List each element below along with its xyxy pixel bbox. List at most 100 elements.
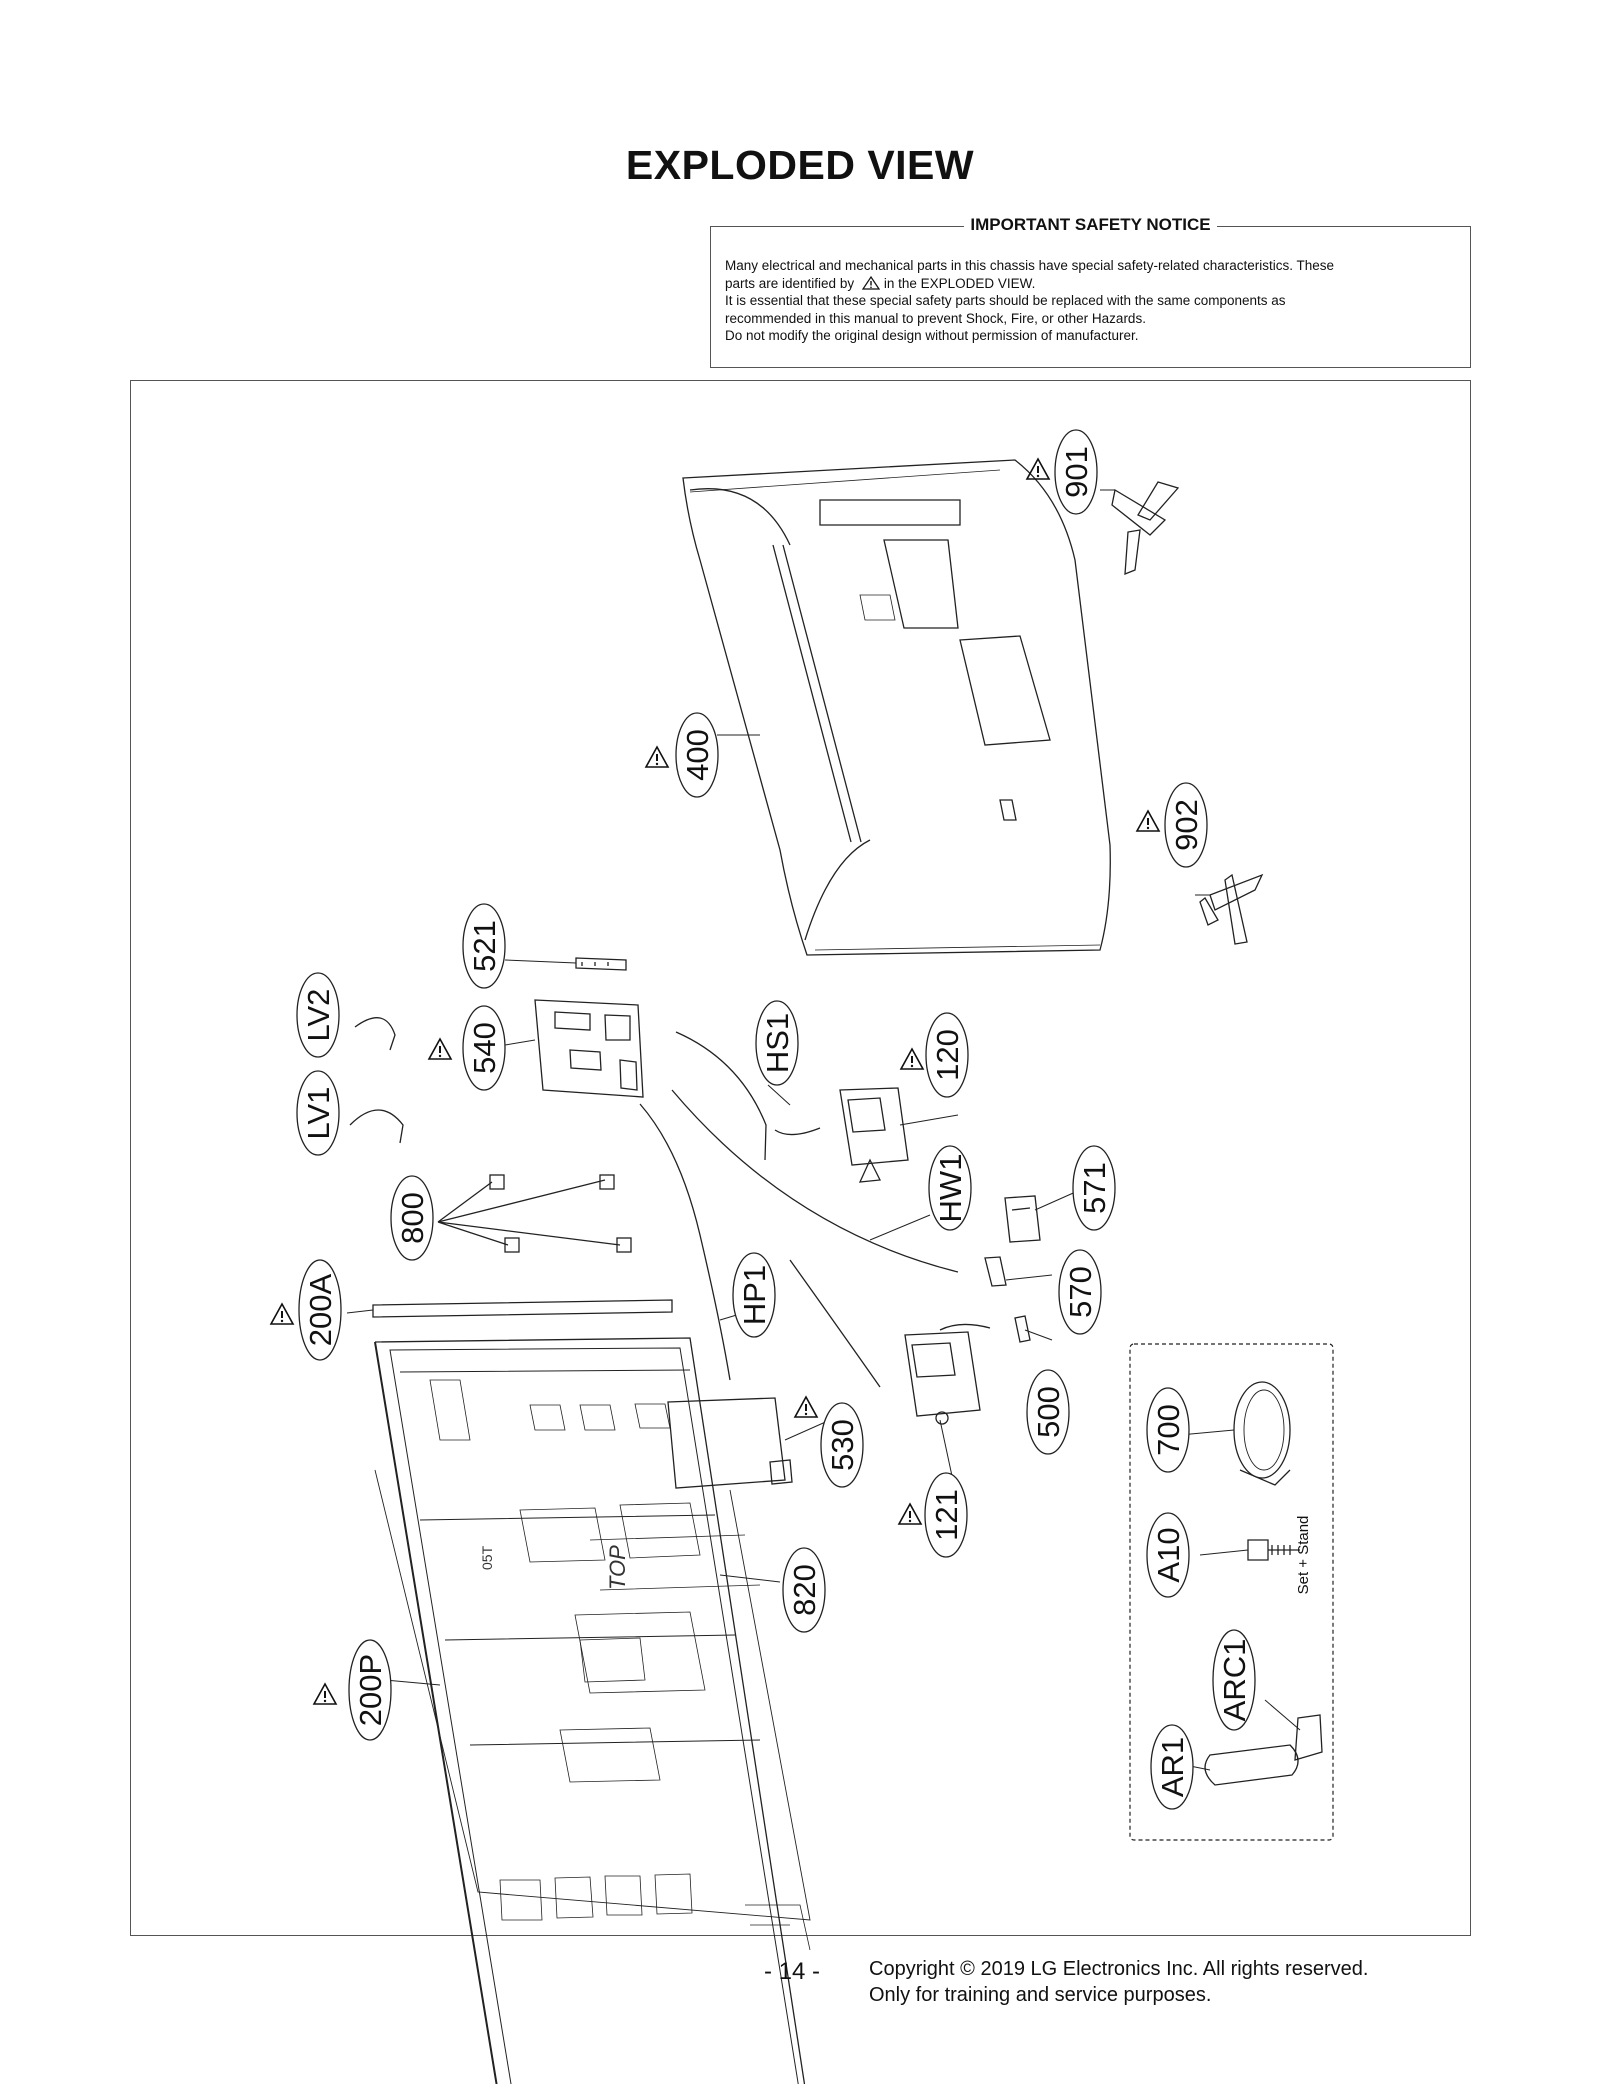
warning-triangle-icon (861, 275, 880, 290)
callout-800: 800 (390, 1175, 434, 1261)
svg-text:540: 540 (467, 1022, 502, 1074)
cable-part (639, 1103, 731, 1381)
svg-text:LV2: LV2 (301, 989, 336, 1042)
callout-570: 570 (1058, 1249, 1102, 1335)
cable-part (354, 1017, 396, 1051)
callout-a10: A10 (1146, 1512, 1190, 1598)
warning-triangle-icon (898, 1503, 922, 1525)
svg-text:530: 530 (825, 1419, 860, 1471)
svg-text:HW1: HW1 (933, 1154, 968, 1223)
warning-triangle-icon (900, 1048, 924, 1070)
notice-line: parts are identified by (725, 275, 855, 291)
warning-triangle-icon (794, 1396, 818, 1418)
warning-triangle-icon (1136, 810, 1160, 832)
cable-part (349, 1109, 404, 1144)
callout-hs1: HS1 (755, 1000, 799, 1086)
led-bar-part (372, 1299, 673, 1318)
callout-121: 121 (924, 1472, 968, 1558)
svg-text:571: 571 (1077, 1162, 1112, 1214)
cable-part (774, 1127, 821, 1136)
callout-400: 400 (675, 712, 719, 798)
callout-540: 540 (462, 1005, 506, 1091)
speaker-part (904, 1331, 981, 1425)
svg-text:AR1: AR1 (1155, 1737, 1190, 1797)
svg-text:500: 500 (1031, 1386, 1066, 1438)
callout-500: 500 (1026, 1369, 1070, 1455)
callout-571: 571 (1072, 1145, 1116, 1231)
main-board-part (534, 999, 644, 1098)
notice-line: in the EXPLODED VIEW. (883, 275, 1036, 291)
notice-line: Do not modify the original design withou… (725, 328, 1139, 343)
panel-module-part (374, 1337, 806, 2084)
svg-text:700: 700 (1151, 1404, 1186, 1456)
mount-bracket-part (504, 1237, 520, 1253)
notice-line: Many electrical and mechanical parts in … (725, 258, 1335, 273)
callout-200a: 200A (298, 1259, 342, 1361)
connector-part (984, 1256, 1007, 1287)
safety-notice-body: Many electrical and mechanical parts in … (725, 257, 1456, 345)
label-05t: 05T (479, 1545, 495, 1570)
svg-text:820: 820 (787, 1564, 822, 1616)
page-title: EXPLODED VIEW (625, 142, 975, 188)
stand-leg-part (1199, 873, 1264, 945)
remote-part (1204, 1744, 1299, 1786)
mount-bracket-part (599, 1174, 615, 1190)
copyright-line: Copyright © 2019 LG Electronics Inc. All… (869, 1958, 1369, 1980)
accessory-box (1129, 1343, 1334, 1841)
copyright: Copyright © 2019 LG Electronics Inc. All… (869, 1956, 1368, 2008)
svg-text:521: 521 (467, 920, 502, 972)
remote-part (1294, 1714, 1323, 1761)
callout-hp1: HP1 (732, 1252, 776, 1338)
cable-part (939, 1323, 991, 1331)
callout-521: 521 (462, 903, 506, 989)
callout-leader (437, 1179, 621, 1246)
callout-530: 530 (820, 1402, 864, 1488)
callout-hw1: HW1 (928, 1145, 972, 1231)
panel-outline (374, 1469, 811, 1921)
callout-200p: 200P (348, 1639, 392, 1741)
svg-text:800: 800 (395, 1192, 430, 1244)
stand-leg-part (1111, 481, 1180, 575)
power-cord-part (1233, 1381, 1291, 1479)
callout-lv2: LV2 (296, 972, 340, 1058)
svg-text:120: 120 (930, 1029, 965, 1081)
warning-triangle-icon (270, 1303, 294, 1325)
cable-part (671, 1089, 959, 1273)
sheet-part (589, 1534, 761, 1591)
copyright-line: Only for training and service purposes. (869, 1984, 1212, 2006)
warning-triangle-icon (313, 1683, 337, 1705)
top-mark-label: TOP (605, 1545, 630, 1590)
page-number: - 14 - (764, 1958, 821, 1985)
svg-text:HS1: HS1 (760, 1013, 795, 1073)
ir-board-part (1014, 1315, 1031, 1343)
warning-triangle-icon (645, 746, 669, 768)
cable-part (789, 1259, 881, 1388)
callout-ar1: AR1 (1150, 1724, 1194, 1810)
speaker-part (839, 1087, 909, 1183)
callout-820: 820 (782, 1547, 826, 1633)
screw-part (1247, 1539, 1300, 1561)
callout-lv1: LV1 (296, 1070, 340, 1156)
svg-text:902: 902 (1169, 799, 1204, 851)
svg-text:200A: 200A (303, 1273, 338, 1346)
svg-text:901: 901 (1059, 446, 1094, 498)
safety-notice-title: IMPORTANT SAFETY NOTICE (964, 215, 1217, 234)
svg-text:570: 570 (1063, 1266, 1098, 1318)
callout-902: 902 (1164, 782, 1208, 868)
cable-part (675, 1031, 767, 1161)
svg-text:121: 121 (929, 1489, 964, 1541)
safety-notice-box: IMPORTANT SAFETY NOTICE Many electrical … (710, 215, 1471, 368)
exploded-view-frame (130, 380, 1471, 1936)
bracket-part (575, 957, 627, 971)
svg-text:200P: 200P (353, 1654, 388, 1726)
svg-text:HP1: HP1 (737, 1265, 772, 1325)
callout-901: 901 (1054, 429, 1098, 515)
mount-bracket-part (489, 1174, 505, 1190)
callout-700: 700 (1146, 1387, 1190, 1473)
power-board-part (667, 1397, 793, 1489)
svg-text:ARC1: ARC1 (1217, 1639, 1252, 1722)
callout-arc1: ARC1 (1212, 1629, 1256, 1731)
warning-triangle-icon (1026, 458, 1050, 480)
accessory-note: Set + Stand (1295, 1516, 1312, 1595)
